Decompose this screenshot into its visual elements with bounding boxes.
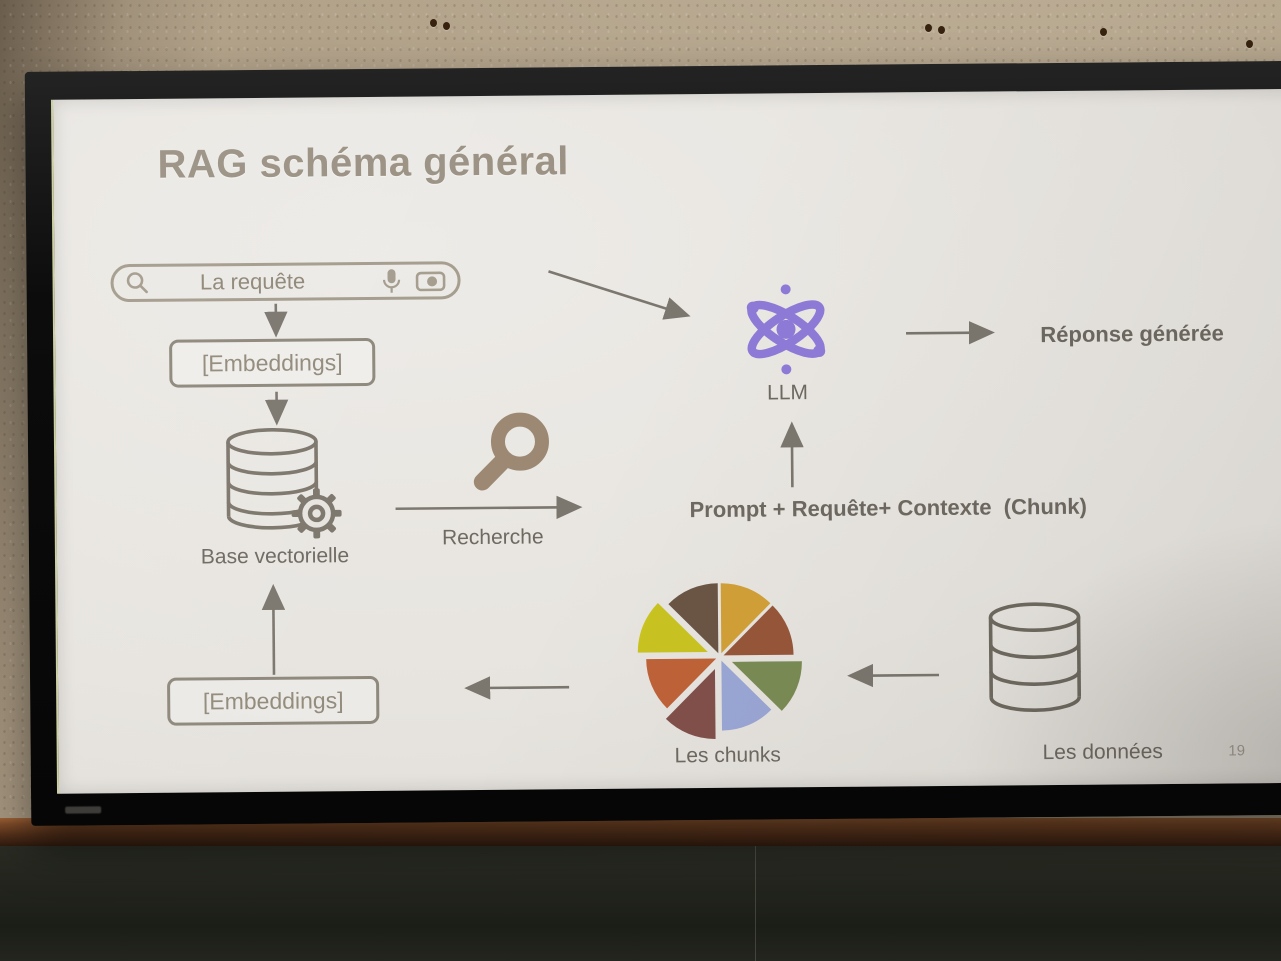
prompt-contexte-label: Prompt + Requête+ Contexte (Chunk): [689, 493, 1087, 523]
pie-slice: [668, 583, 719, 654]
gear-icon: [291, 488, 342, 539]
arrow-embeddings-to-vectordb: [261, 583, 286, 675]
arrow-db-to-search: [395, 495, 583, 520]
microphone-icon: [382, 268, 401, 293]
reponse-generee-label: Réponse générée: [1040, 320, 1224, 348]
embeddings-box-top: [Embeddings]: [169, 337, 376, 388]
wall-hole: [1100, 28, 1107, 36]
wall-hole: [938, 26, 945, 34]
database-with-gear-icon: [226, 428, 342, 539]
pie-chart-icon: [637, 583, 802, 739]
embeddings-box-bottom: [Embeddings]: [167, 675, 380, 726]
database-icon: [988, 602, 1082, 712]
wall-hole: [443, 22, 450, 30]
slide: RAG schéma général La requête: [50, 88, 1281, 794]
arrow-data-to-chunks: [847, 663, 940, 688]
pie-slice: [731, 661, 802, 711]
atom-icon: [746, 284, 826, 375]
wall-hole: [430, 19, 437, 27]
pie-slice: [665, 668, 716, 739]
recherche-label: Recherche: [441, 525, 544, 550]
arrow-llm-to-response: [906, 321, 995, 345]
pie-slice: [637, 602, 708, 653]
search-icon: [126, 272, 148, 294]
tv-brand-logo: [65, 806, 102, 814]
pie-slice: [721, 660, 772, 731]
tv-frame: RAG schéma général La requête: [24, 60, 1281, 826]
base-vectorielle-label: Base vectorielle: [200, 544, 350, 569]
search-query-text: La requête: [199, 268, 306, 295]
chalkboard: [0, 846, 1281, 961]
search-bar: La requête: [110, 261, 461, 303]
arrow-prompt-to-llm: [780, 421, 804, 488]
camera-icon: [415, 271, 446, 292]
magnifier-icon: [473, 412, 549, 491]
pie-slice: [720, 583, 771, 654]
arrow-chunks-to-embeddings: [464, 676, 570, 700]
wall-hole: [1246, 40, 1253, 48]
slide-page-number: 19: [1228, 742, 1246, 760]
les-donnees-label: Les données: [1042, 740, 1163, 765]
arrow-query-to-llm: [548, 270, 691, 320]
pie-slice: [723, 605, 794, 656]
chalkboard-seam: [755, 846, 756, 961]
les-chunks-label: Les chunks: [674, 743, 781, 768]
slide-title: RAG schéma général: [157, 139, 570, 187]
pie-slice: [646, 658, 717, 709]
llm-label: LLM: [767, 381, 809, 405]
wall-hole: [925, 24, 932, 32]
